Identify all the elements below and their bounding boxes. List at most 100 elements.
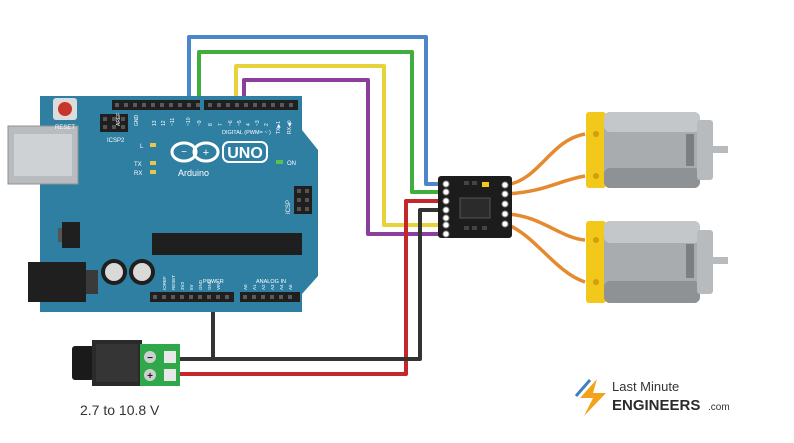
led-l <box>150 143 156 147</box>
logo-line2: ENGINEERS <box>612 397 700 414</box>
motor2-wire-a <box>505 212 586 242</box>
regulator <box>62 222 80 248</box>
pin4-label: 4 <box>246 123 252 126</box>
motor1-cap <box>586 112 606 188</box>
pin10-label: ~10 <box>186 117 192 126</box>
pin13-label: 13 <box>152 120 158 126</box>
motor2-endcap <box>697 230 713 294</box>
logo-plus: + <box>203 147 209 159</box>
lightning-icon <box>580 379 606 416</box>
v5-label: 5V <box>189 284 194 290</box>
pin8-label: 8 <box>208 123 214 126</box>
led-on <box>276 160 283 164</box>
icsp-header <box>294 186 312 214</box>
a1-label: A1 <box>252 284 257 290</box>
uno-text: UNO <box>227 145 263 162</box>
motor-driver-module <box>438 176 512 238</box>
voltage-caption: 2.7 to 10.8 V <box>80 402 160 418</box>
a4-label: A4 <box>279 284 284 290</box>
analog-label: ANALOG IN <box>256 279 286 285</box>
pin5-label: ~5 <box>237 120 243 126</box>
jack-plus-screw <box>144 369 156 381</box>
logo-line1: Last Minute <box>612 379 679 394</box>
motor2-shaft <box>712 257 728 264</box>
board-pcb <box>40 96 318 312</box>
lme-logo: Last Minute ENGINEERS .com <box>574 379 730 416</box>
a2-label: A2 <box>261 284 266 290</box>
aref-label: AREF <box>116 113 122 126</box>
v33-label: 3V3 <box>180 281 185 290</box>
board-power-jack <box>28 262 86 302</box>
rx-label: RX <box>134 171 142 177</box>
driver-pin-left-2 <box>442 188 450 196</box>
icsp2-label: ICSP2 <box>107 138 125 144</box>
digital-header-right <box>204 100 298 110</box>
wires <box>180 35 586 376</box>
driver-pin-right-3 <box>501 200 509 208</box>
rxd-label: RX◀0 <box>287 120 293 134</box>
wire-black-gnd-jack <box>180 208 446 361</box>
gnd-top-label: GND <box>134 115 140 127</box>
driver-pin-left-1 <box>442 180 450 188</box>
reset-pin-label: RESET <box>171 275 176 290</box>
driver-pin-left-3 <box>442 197 450 205</box>
logo-minus: − <box>181 147 187 158</box>
gnd1-label: GND <box>198 279 203 290</box>
wire-green <box>197 50 446 194</box>
pin12-label: 12 <box>161 120 167 126</box>
a3-label: A3 <box>270 284 275 290</box>
pin7-label: 7 <box>218 123 224 126</box>
pin11-label: ~11 <box>170 118 176 126</box>
jack-minus-screw <box>144 351 156 363</box>
pin2-label: 2 <box>264 123 270 126</box>
wire-red-vm <box>180 199 446 376</box>
driver-pin-left-5 <box>442 214 450 222</box>
jack-plus-symbol: + <box>147 371 153 382</box>
uno-badge <box>222 141 268 163</box>
motor1-shaft <box>712 146 728 153</box>
driver-pin-right-4 <box>501 210 509 218</box>
power-label: POWER <box>203 279 224 285</box>
icsp-label: ICSP <box>286 200 292 214</box>
tx-label: TX <box>134 162 142 168</box>
motor2-wire-b <box>505 222 586 284</box>
jack-minus-symbol: − <box>147 353 153 364</box>
arduino-board: RESET ICSP2 AREF GND 13 12 ~11 ~10 <box>7 96 318 312</box>
driver-pin-right-5 <box>501 220 509 228</box>
icsp2-header <box>100 114 128 132</box>
digital-label: DIGITAL (PWM= ~ ) <box>222 130 271 136</box>
led-tx <box>150 161 156 165</box>
logo-suffix: .com <box>708 402 730 413</box>
a0-label: A0 <box>243 284 248 290</box>
motor2-cap <box>586 221 606 303</box>
motor-2 <box>586 221 728 303</box>
txd-label: TX▶1 <box>276 121 282 134</box>
l-label: L <box>140 144 144 150</box>
dc-barrel-jack: − + <box>72 340 180 386</box>
pin9-label: ~9 <box>197 120 203 126</box>
gnd2-label: GND <box>207 279 212 290</box>
wire-purple <box>242 78 446 236</box>
driver-ic <box>459 197 491 219</box>
pin3-label: ~3 <box>255 120 261 126</box>
arduino-logo <box>170 141 220 163</box>
driver-pin-left-6 <box>442 221 450 229</box>
pin6-label: ~6 <box>228 120 234 126</box>
vin-label: VIN <box>216 282 221 290</box>
driver-pin-right-1 <box>501 181 509 189</box>
reset-label: RESET <box>55 125 75 131</box>
mcu-chip <box>152 233 302 255</box>
motor1-wire-a <box>505 132 586 187</box>
driver-pin-right-2 <box>501 190 509 198</box>
a5-label: A5 <box>288 284 293 290</box>
ioref-label: IOREF <box>162 276 167 290</box>
driver-pin-left-7 <box>442 230 450 238</box>
wire-blue <box>187 35 446 186</box>
digital-header-left <box>112 100 200 110</box>
arduino-text: Arduino <box>178 168 209 178</box>
driver-led <box>482 182 489 187</box>
on-label: ON <box>287 161 296 167</box>
driver-pin-left-4 <box>442 206 450 214</box>
motor1-wire-b <box>505 174 586 196</box>
